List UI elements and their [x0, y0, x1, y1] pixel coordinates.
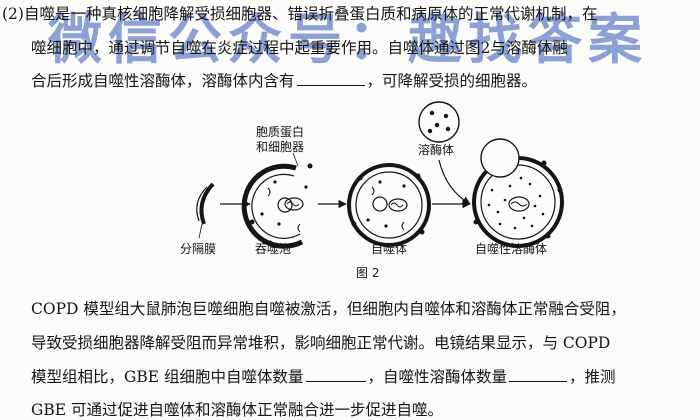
label-autolysosome: 自噬性溶酶体	[475, 241, 547, 256]
question-para1-line3-end: ，可降解受损的细胞器。	[366, 72, 538, 90]
answer-blank-1[interactable]	[296, 71, 365, 86]
answer-blank-3[interactable]	[509, 367, 568, 382]
question-para2-line3-middle: ，自噬性溶酶体数量	[367, 368, 508, 386]
question-para1-line3-start: 合后形成自噬性溶酶体，溶酶体内含有	[31, 72, 295, 90]
label-cargo-line1: 胞质蛋白	[256, 124, 304, 139]
question-para2-line3: 模型组相比，GBE 组细胞中自噬体数量 ，自噬性溶酶体数量 ，推测	[31, 367, 616, 387]
label-cargo-line2: 和细胞器	[256, 140, 304, 154]
label-phagophore: 吞噬泡	[255, 241, 291, 256]
label-lysosome: 溶酶体	[418, 142, 454, 157]
question-para1-line1: (2)自噬是一种真核细胞降解受损细胞器、错误折叠蛋白质和病原体的正常代谢机制，在	[2, 5, 598, 23]
question-para2-line3-end: ，推测	[569, 368, 616, 386]
question-para2-line2: 导致受损细胞器降解受阻而异常堆积，影响细胞正常代谢。电镜结果显示，与 COPD	[31, 334, 611, 352]
membrane-leader-line	[198, 223, 203, 239]
question-para1-line2: 噬细胞中，通过调节自噬在炎症过程中起重要作用。自噬体通过图2与溶酶体融	[31, 39, 568, 57]
label-autophagosome: 自噬体	[371, 241, 407, 256]
figure-caption: 图 2	[356, 266, 379, 280]
isolation-membrane	[196, 182, 215, 225]
question-para1-line3: 合后形成自噬性溶酶体，溶酶体内含有 ，可降解受损的细胞器。	[31, 71, 537, 91]
lysosome	[418, 101, 460, 143]
phagophore	[241, 163, 313, 249]
autophagosome	[347, 163, 431, 247]
arrow-3	[438, 159, 471, 205]
answer-blank-2[interactable]	[305, 367, 366, 382]
label-isolation-membrane: 分隔膜	[180, 242, 216, 256]
question-para2-line3-start: 模型组相比，GBE 组细胞中自噬体数量	[31, 368, 304, 386]
cargo-leader-line	[292, 152, 299, 167]
autolysosome	[472, 138, 564, 248]
question-para2-line4: GBE 可通过促进自噬体和溶酶体正常融合进一步促进自噬。	[31, 401, 444, 419]
question-para2-line1: COPD 模型组大鼠肺泡巨噬细胞自噬被激活，但细胞内自噬体和溶酶体正常融合受阻，	[31, 300, 626, 318]
